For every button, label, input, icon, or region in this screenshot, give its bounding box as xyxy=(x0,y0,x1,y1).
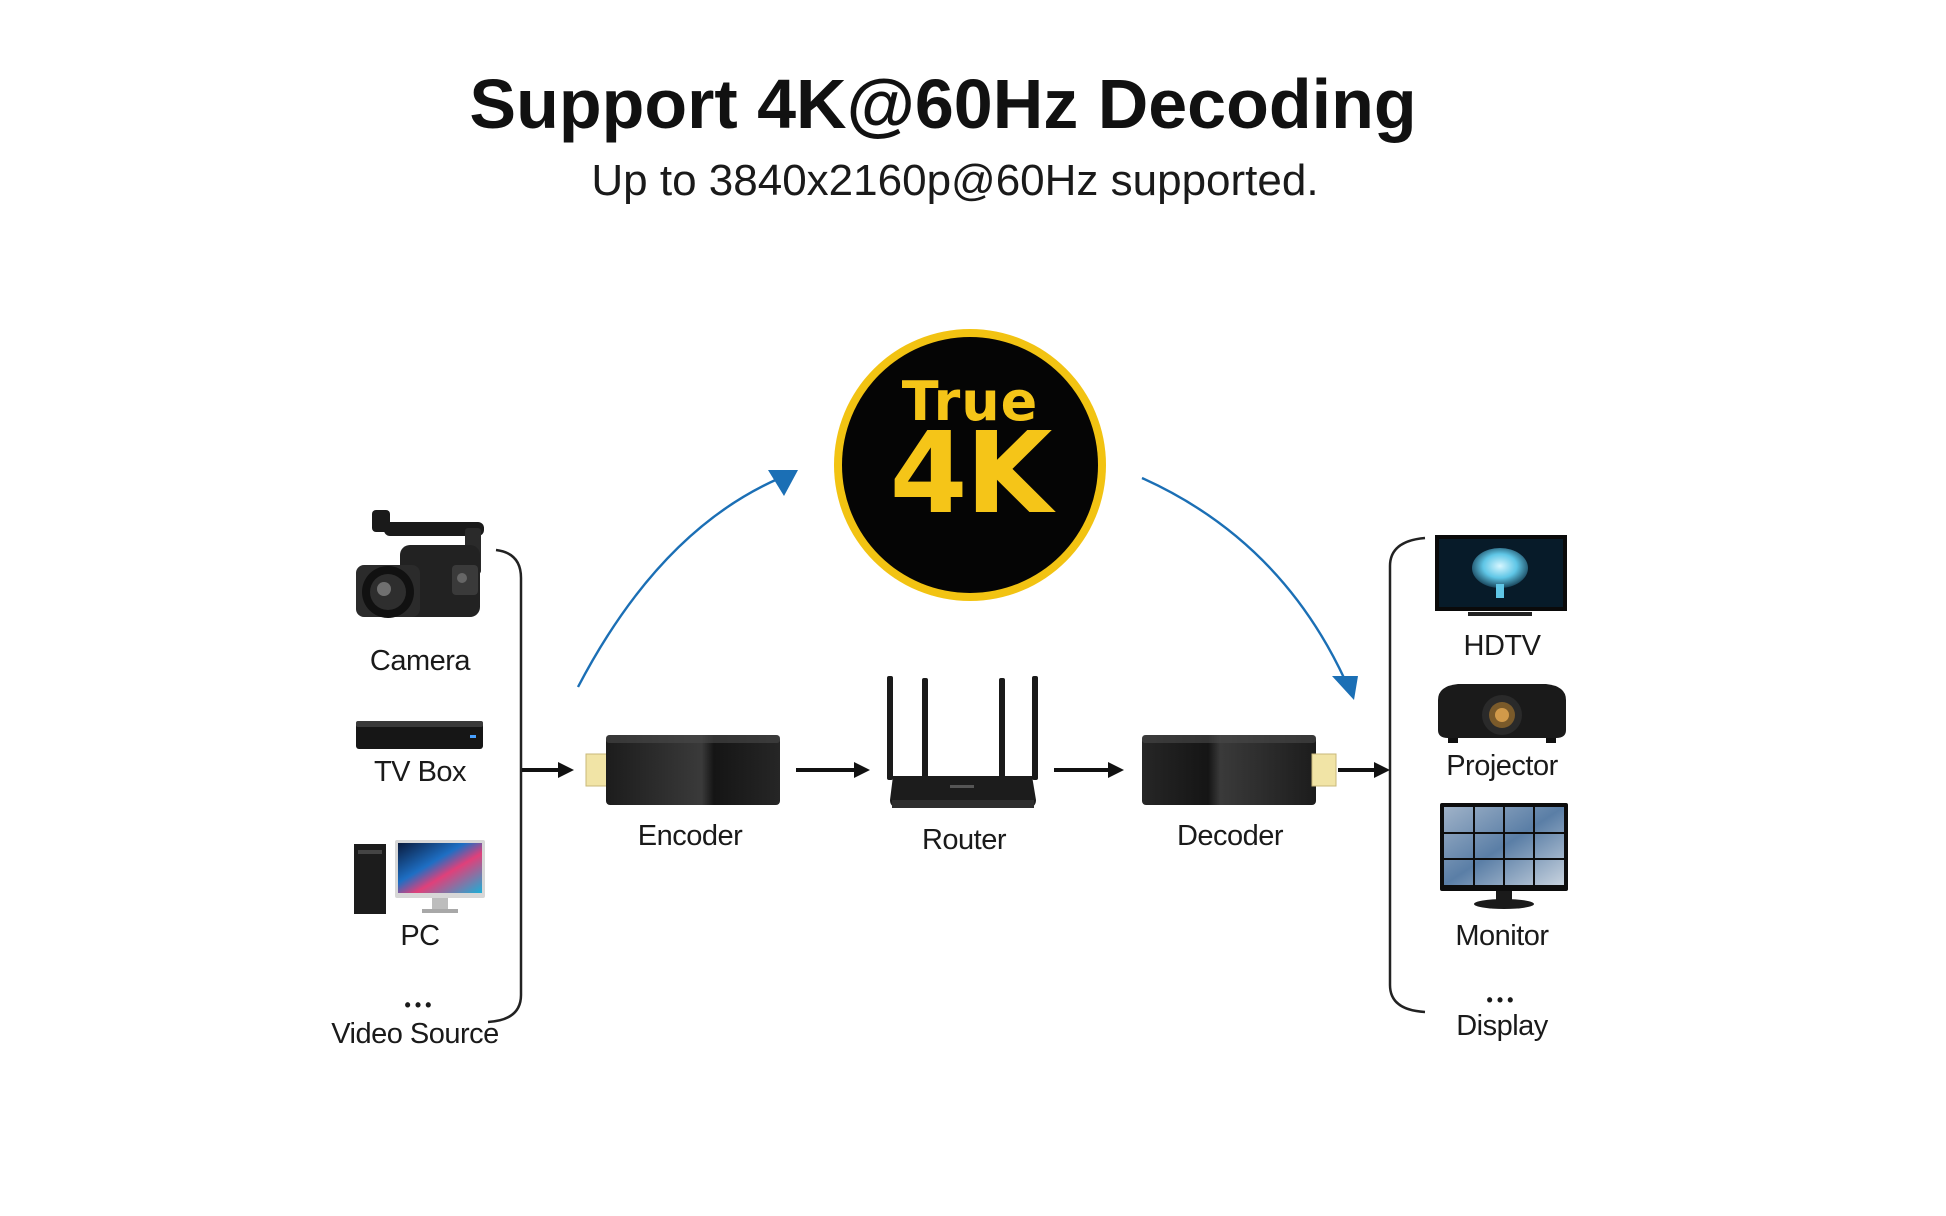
display-more-dots-icon: ••• xyxy=(1486,990,1518,1010)
display-label-hdtv: HDTV xyxy=(1463,630,1541,662)
badge-true-text: True xyxy=(901,370,1039,433)
source-label-camera: Camera xyxy=(369,645,471,677)
projector-icon xyxy=(1438,684,1566,743)
flow-arrow-down-head xyxy=(1332,676,1358,700)
display-label-projector: Projector xyxy=(1446,750,1558,782)
decoder-label: Decoder xyxy=(1176,820,1284,852)
page-subtitle: Up to 3840x2160p@60Hz supported. xyxy=(591,156,1319,205)
decoder-device-icon xyxy=(1142,735,1337,805)
encoder-device-icon xyxy=(585,735,780,805)
chain-arrow-3 xyxy=(1054,762,1124,778)
display-bracket xyxy=(1388,536,1426,1014)
chain-arrow-1 xyxy=(522,762,574,778)
chain-arrow-4 xyxy=(1338,762,1390,778)
display-label-monitor: Monitor xyxy=(1455,920,1549,952)
true-4k-badge xyxy=(834,329,1106,601)
source-label-tv-box: TV Box xyxy=(373,756,467,788)
camera-icon xyxy=(356,510,484,618)
pc-icon xyxy=(354,840,485,914)
tv-box-icon xyxy=(356,721,483,749)
router-label: Router xyxy=(921,824,1007,856)
display-label-display: Display xyxy=(1456,1010,1548,1042)
badge-4k-text: 4K xyxy=(889,409,1053,539)
chain-arrow-2 xyxy=(796,762,870,778)
flow-arrow-up-head xyxy=(768,470,798,496)
flow-arrow-up xyxy=(576,476,781,688)
monitor-icon xyxy=(1440,803,1568,909)
source-bracket xyxy=(487,548,523,1024)
router-icon xyxy=(887,676,1038,808)
source-label-video-source: Video Source xyxy=(331,1018,499,1050)
source-more-dots-icon: ••• xyxy=(404,995,436,1015)
source-label-pc: PC xyxy=(400,920,440,952)
page-title: Support 4K@60Hz Decoding xyxy=(469,65,1417,143)
flow-arrow-down xyxy=(1141,476,1347,681)
encoder-label: Encoder xyxy=(637,820,743,852)
hdtv-icon xyxy=(1435,535,1567,616)
